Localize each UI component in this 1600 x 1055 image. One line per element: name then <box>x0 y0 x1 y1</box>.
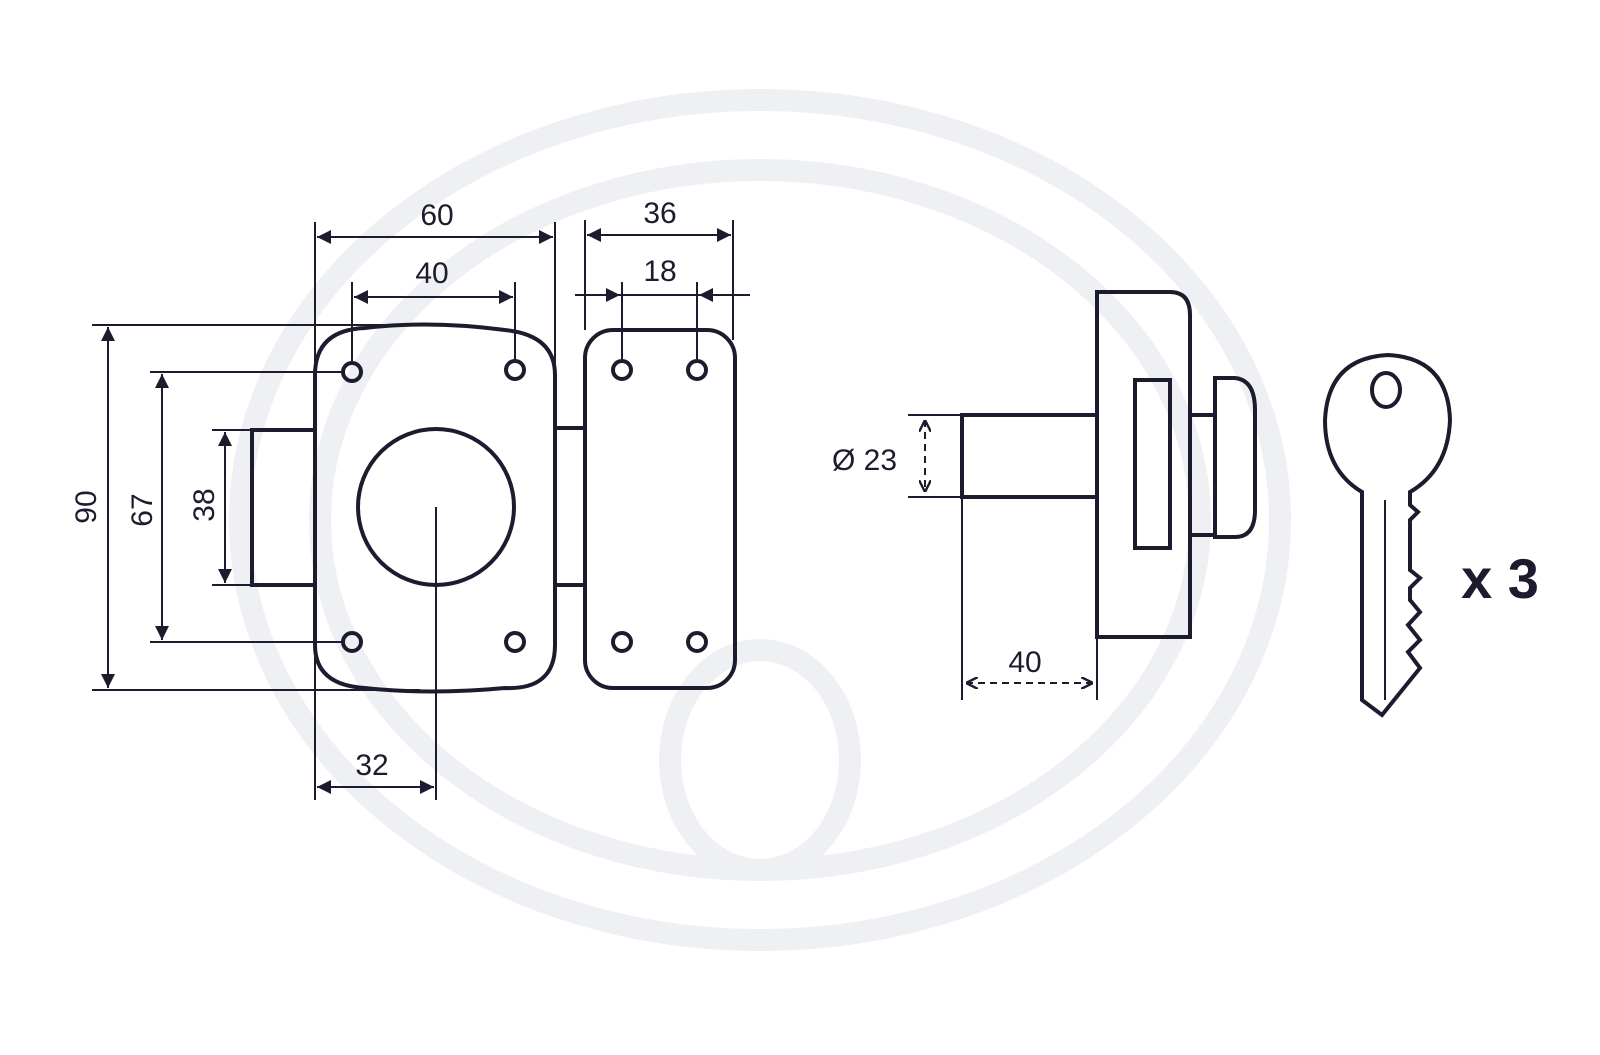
bolt <box>250 428 317 587</box>
dim-cylinder-40: 40 <box>1008 646 1041 679</box>
key-quantity: x 3 <box>1461 547 1539 610</box>
lock-body <box>250 322 587 800</box>
dim-keeper-18: 18 <box>643 255 676 288</box>
dim-bolt-38: 38 <box>188 488 221 521</box>
screw-hole <box>504 631 526 653</box>
side-view <box>908 290 1257 700</box>
screw-hole <box>504 359 526 381</box>
dim-diameter-23: Ø 23 <box>832 444 897 477</box>
watermark-emblem <box>229 89 1291 951</box>
dim-holes-67: 67 <box>126 493 159 526</box>
keeper-plate <box>583 328 737 690</box>
dim-width-60: 60 <box>420 199 453 232</box>
key-icon <box>1322 352 1453 718</box>
screw-hole <box>686 631 708 653</box>
connector <box>553 426 587 587</box>
dim-hole-spacing-40: 40 <box>415 257 448 290</box>
dim-height-90: 90 <box>70 490 103 523</box>
thumb-knob <box>1213 376 1257 539</box>
screw-hole <box>686 359 708 381</box>
cylinder-shaft <box>960 413 1099 499</box>
dim-backset-32: 32 <box>355 749 388 782</box>
dim-keeper-36: 36 <box>643 197 676 230</box>
dimension-arrows <box>101 228 750 794</box>
screw-hole <box>611 359 633 381</box>
screw-hole <box>611 631 633 653</box>
